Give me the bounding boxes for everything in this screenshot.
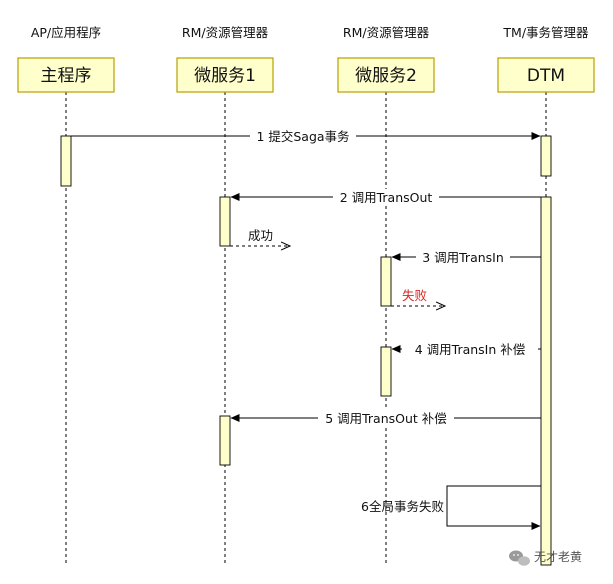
reply-success-label: 成功 — [248, 228, 273, 243]
message-4: 4 调用TransIn 补偿 — [391, 341, 541, 357]
message-5-label-bg — [318, 410, 454, 426]
activation-main — [60, 135, 72, 187]
message-6-label: 6全局事务失败 — [361, 499, 444, 514]
message-2-label-bg — [333, 189, 439, 205]
message-3-label: 3 调用TransIn — [422, 250, 504, 265]
role-label-rm-2: RM/资源管理器 — [343, 25, 430, 40]
message-2-label: 2 调用TransOut — [340, 190, 433, 205]
message-5-label: 5 调用TransOut 补偿 — [325, 411, 447, 426]
activation-service-2-transin — [380, 256, 392, 307]
activation-service-1-compensate — [219, 415, 231, 466]
message-6: 6全局事务失败 — [361, 485, 541, 530]
reply-failure-label: 失败 — [402, 288, 428, 303]
message-6-arrow — [446, 485, 541, 530]
message-1-label: 1 提交Saga事务 — [256, 129, 349, 144]
watermark-text: 无才老黄 — [534, 550, 582, 564]
participant-name: DTM — [527, 66, 565, 86]
message-4-label: 4 调用TransIn 补偿 — [415, 342, 526, 357]
role-label-tm: TM/事务管理器 — [502, 25, 589, 40]
activation-service-1-transout — [219, 196, 231, 247]
activation-bars — [60, 135, 552, 566]
activation-dtm-main — [540, 196, 552, 566]
message-3: 3 调用TransIn — [391, 250, 541, 266]
message-3-label-bg — [416, 250, 510, 266]
activation-dtm-commit — [540, 135, 552, 177]
watermark: 无才老黄 — [509, 550, 582, 566]
reply-failure: 失败 — [391, 288, 445, 306]
participant-dtm: DTM — [497, 57, 595, 93]
participant-box — [497, 57, 595, 93]
wechat-icon — [509, 550, 530, 566]
participant-box — [337, 57, 435, 93]
lifelines — [65, 92, 547, 565]
participant-service-2: 微服务2 — [337, 57, 435, 93]
role-label-ap: AP/应用程序 — [31, 25, 101, 40]
message-5: 5 调用TransOut 补偿 — [230, 410, 541, 426]
participant-box — [176, 57, 274, 93]
message-1-label-bg — [250, 128, 356, 144]
message-2: 2 调用TransOut — [230, 189, 541, 205]
message-4-label-bg — [402, 341, 538, 357]
participant-name: 微服务2 — [355, 66, 417, 86]
message-1: 1 提交Saga事务 — [71, 128, 541, 144]
role-label-rm-1: RM/资源管理器 — [182, 25, 269, 40]
participant-box — [17, 57, 115, 93]
participant-service-1: 微服务1 — [176, 57, 274, 93]
participant-name: 主程序 — [41, 66, 92, 86]
activation-service-2-compensate — [380, 346, 392, 397]
reply-success: 成功 — [230, 228, 290, 246]
participant-name: 微服务1 — [194, 66, 256, 86]
participant-main: 主程序 — [17, 57, 115, 93]
